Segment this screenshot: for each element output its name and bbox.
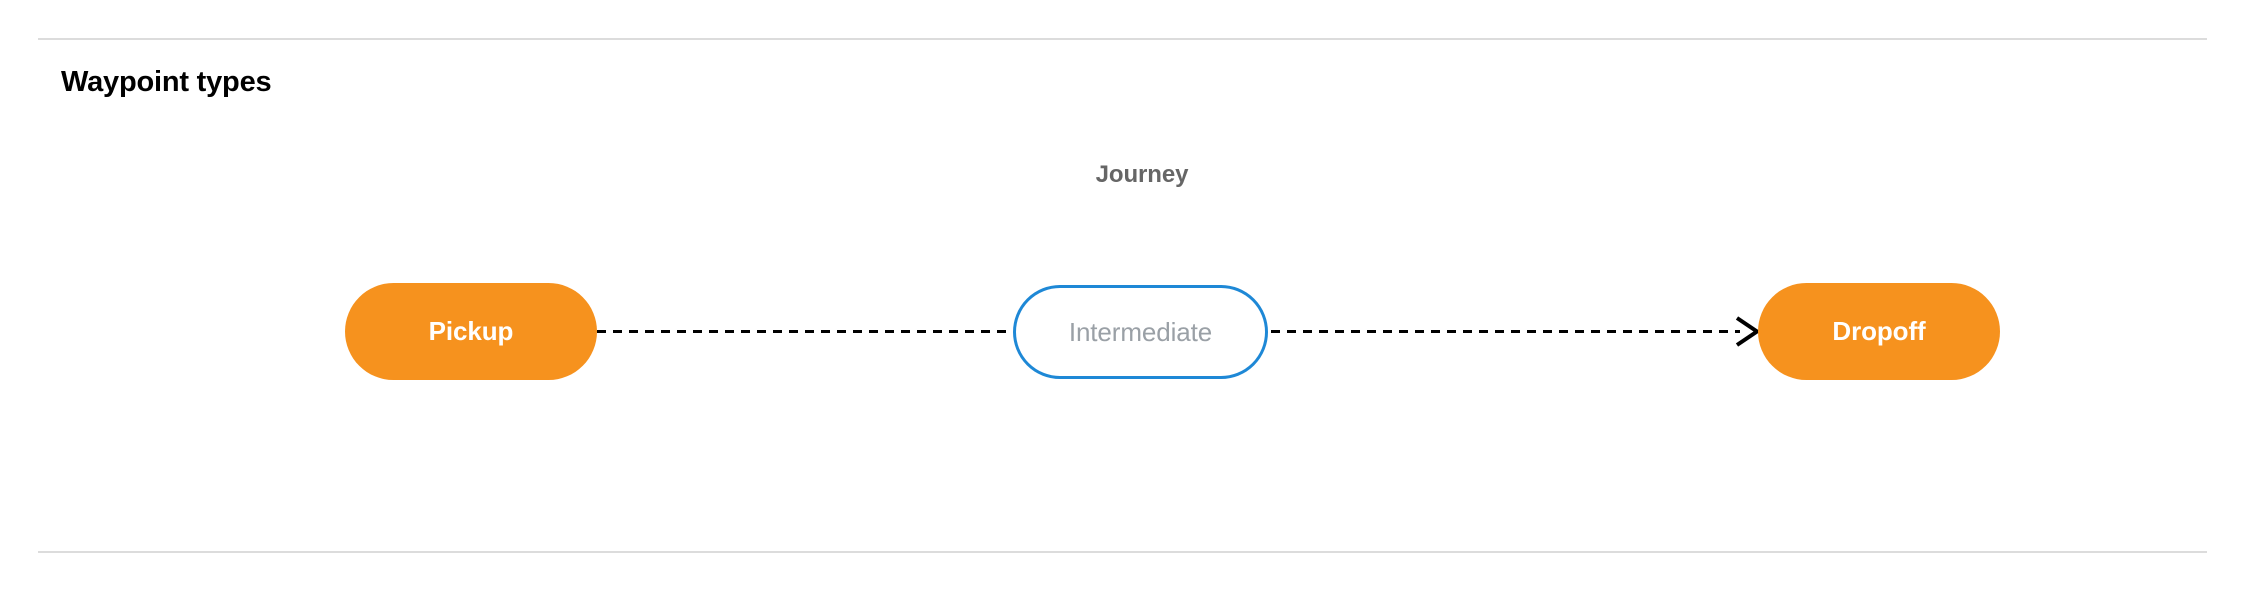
- journey-group-label: Journey: [1095, 161, 1189, 188]
- node-pickup[interactable]: Pickup: [345, 283, 597, 380]
- node-intermediate[interactable]: Intermediate: [1013, 285, 1268, 379]
- node-dropoff-label: Dropoff: [1832, 316, 1926, 346]
- page-title: Waypoint types: [61, 66, 272, 98]
- arrowhead-icon: [1735, 316, 1761, 347]
- node-intermediate-label: Intermediate: [1068, 316, 1213, 347]
- node-dropoff[interactable]: Dropoff: [1758, 283, 2000, 380]
- section-divider-bottom: [38, 551, 2207, 553]
- node-pickup-label: Pickup: [428, 316, 514, 346]
- section-divider-top: [38, 38, 2207, 40]
